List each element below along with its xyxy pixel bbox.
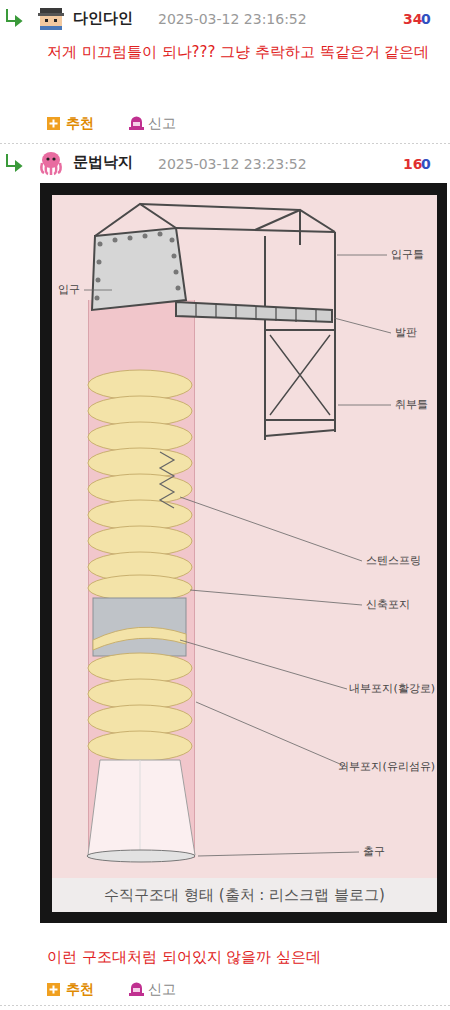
reply-arrow: [7, 9, 21, 25]
separator: [0, 143, 450, 144]
entrance-frame: [92, 204, 335, 440]
vote-up: 16: [403, 156, 422, 173]
caption-band: [52, 878, 437, 912]
part-label: 외부포지(유리섬유): [338, 760, 435, 773]
part-label: 신축포지: [366, 598, 410, 611]
image-caption: 수직구조대 형태 (출처 : 리스크랩 블로그): [104, 886, 385, 904]
post-date: 2025-03-12 23:16:52: [158, 11, 307, 28]
chute-illustration: [87, 300, 195, 862]
user-name: 문법낙지: [73, 153, 133, 171]
recommend-button: 추천: [66, 981, 94, 998]
part-label: 내부포지(활강로): [349, 682, 435, 695]
user-avatar: [41, 152, 60, 175]
part-label: 출구: [363, 845, 385, 858]
part-label: 스텐스프링: [366, 554, 421, 567]
post-date: 2025-03-12 23:23:52: [158, 156, 307, 173]
image-frame: [40, 183, 447, 923]
recommend-button: 추천: [66, 115, 94, 132]
image-ground: [52, 195, 437, 912]
part-label: 입구틀: [391, 248, 424, 261]
vote-down: 0: [421, 156, 431, 173]
comment-text: 저게 미끄럼틀이 되나??? 그냥 추락하고 똑같은거 같은데: [47, 40, 442, 65]
comment-text: 이런 구조대처럼 되어있지 않을까 싶은데: [47, 945, 442, 970]
report-button: 신고: [148, 115, 176, 132]
part-label: 발판: [395, 326, 417, 339]
vote-up: 34: [403, 11, 422, 28]
part-label: 입구: [58, 283, 80, 296]
reply-arrow: [7, 154, 21, 170]
part-label: 취부틀: [395, 398, 428, 411]
separator: [0, 1005, 450, 1006]
user-avatar: [38, 8, 64, 30]
report-button: 신고: [148, 981, 176, 998]
vote-down: 0: [421, 11, 431, 28]
user-name: 다인다인: [73, 9, 133, 27]
